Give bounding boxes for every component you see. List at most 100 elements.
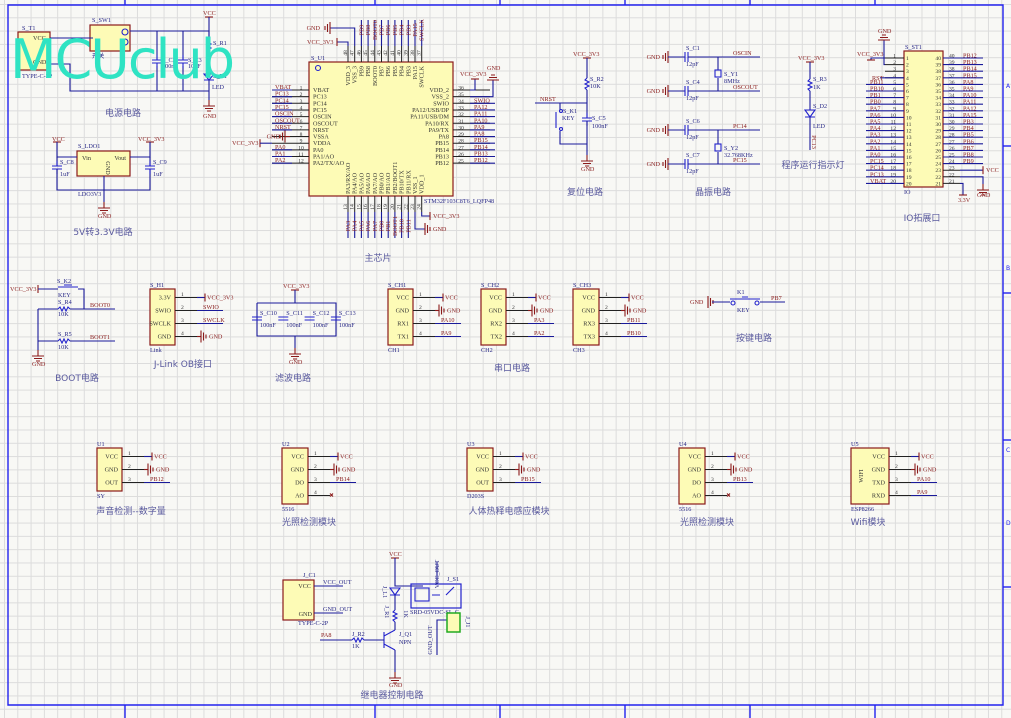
net-label: GND bbox=[307, 25, 321, 32]
section-title-filter: 滤波电路 bbox=[275, 372, 311, 384]
pin-number: 1 bbox=[895, 451, 898, 457]
pin-number: 4 bbox=[893, 73, 896, 79]
net-label: PB0 bbox=[870, 99, 881, 106]
pin-number: 1 bbox=[711, 451, 714, 457]
net-label: PA9 bbox=[963, 86, 973, 93]
pin-number: 1 bbox=[512, 292, 515, 298]
pin-name: DO bbox=[692, 480, 701, 487]
net-label: 3.3V bbox=[958, 197, 971, 204]
part-label: 5516 bbox=[679, 506, 691, 513]
switch-contact-icon bbox=[121, 28, 129, 36]
pin-number: 19 bbox=[383, 204, 389, 210]
section-title-power: 电源电路 bbox=[105, 107, 141, 119]
net-label: SWIO bbox=[203, 304, 219, 311]
ground-icon bbox=[147, 463, 154, 476]
net-label: PA11 bbox=[963, 99, 976, 106]
pin-number: 5 bbox=[300, 112, 303, 118]
net-label: GND_OUT bbox=[427, 625, 434, 654]
module-u5 bbox=[850, 447, 890, 505]
section-title-jlink: J-Link OB接口 bbox=[153, 358, 212, 370]
pin-name: DO bbox=[295, 480, 304, 487]
net-label: GND bbox=[647, 127, 661, 134]
part-label: D203S bbox=[467, 493, 485, 500]
wire bbox=[130, 142, 151, 158]
net-label: GND bbox=[342, 467, 356, 474]
section-title-sound: 声音检测--数字量 bbox=[96, 505, 166, 517]
pin-number: 48 bbox=[343, 50, 349, 56]
ref-label: S_C8 bbox=[60, 159, 74, 166]
pin-name: PA1/AO bbox=[313, 154, 335, 161]
ground-icon bbox=[914, 463, 921, 476]
capacitor-icon bbox=[330, 316, 341, 321]
ground-icon bbox=[662, 124, 669, 136]
pin-number: 17 bbox=[890, 159, 896, 165]
value-label: 1uF bbox=[153, 171, 163, 178]
part-label: 开关 bbox=[92, 52, 104, 60]
module-u3 bbox=[466, 447, 494, 492]
pin-number: 33 bbox=[458, 105, 464, 111]
pin-number: 20 bbox=[890, 179, 896, 185]
wire bbox=[78, 288, 85, 309]
pin-number: 24 bbox=[935, 162, 941, 168]
capacitor-icon bbox=[152, 55, 162, 68]
net-label: PB8 bbox=[365, 25, 372, 36]
ref-label: S_C7 bbox=[686, 152, 700, 159]
net-label: GND bbox=[977, 192, 991, 199]
value-label: NPN bbox=[399, 639, 412, 646]
net-label: PB12 bbox=[474, 157, 488, 164]
net-label: GND bbox=[98, 213, 112, 220]
net-label: VCC bbox=[631, 295, 644, 302]
relay-switch-icon bbox=[432, 586, 455, 596]
pin-name: 3.3V bbox=[159, 295, 172, 302]
capacitor-icon bbox=[178, 55, 188, 68]
pin-number: 9 bbox=[893, 106, 896, 112]
net-label: GND bbox=[633, 308, 647, 315]
ldo-regulator bbox=[76, 150, 131, 177]
pin-name: PA10/RX bbox=[425, 120, 449, 127]
net-label: PB11 bbox=[405, 219, 412, 233]
part-label: IO bbox=[904, 189, 911, 196]
net-label: GND bbox=[739, 467, 753, 474]
pin-number: 11 bbox=[891, 120, 897, 126]
pin-name: OUT bbox=[105, 480, 118, 487]
pin-number: 2 bbox=[181, 305, 184, 311]
pin-number: 24 bbox=[949, 159, 955, 165]
value-label: 12pF bbox=[686, 134, 699, 141]
net-label: PB3 bbox=[963, 119, 974, 126]
ref-label: S_C5 bbox=[592, 115, 606, 122]
pin-number: 4 bbox=[512, 331, 515, 337]
net-label: PA0 bbox=[275, 144, 285, 151]
net-label: PA6 bbox=[870, 112, 880, 119]
wire bbox=[883, 40, 885, 66]
pin-number: 3 bbox=[895, 477, 898, 483]
pin-number: 15 bbox=[890, 146, 896, 152]
ref-label: S_R1 bbox=[213, 40, 227, 47]
pin-name: RX1 bbox=[397, 321, 409, 328]
pin-number: 14 bbox=[890, 139, 896, 145]
pin-number: 29 bbox=[458, 132, 464, 138]
ref-label: S_D1 bbox=[213, 73, 227, 80]
pin-name: Vin bbox=[82, 155, 91, 162]
net-label: PA10 bbox=[441, 317, 455, 324]
ref-label: S_H1 bbox=[150, 282, 164, 289]
net-label: PA5 bbox=[358, 221, 365, 231]
pin-number: 24 bbox=[417, 204, 423, 210]
net-label: PA3 bbox=[345, 221, 352, 231]
net-label: PB4 bbox=[963, 125, 974, 132]
capacitor-icon bbox=[304, 316, 315, 321]
net-label: PB6 bbox=[963, 138, 974, 145]
value-label: 10K bbox=[590, 83, 601, 90]
capacitor-icon bbox=[252, 316, 262, 321]
net-label: PC14 bbox=[275, 97, 289, 104]
pin-number: 10 bbox=[906, 115, 912, 121]
value-label: LED bbox=[813, 123, 826, 130]
net-label: PC14 bbox=[870, 165, 884, 172]
net-label: OSCOUT bbox=[733, 84, 758, 91]
push-button-icon bbox=[58, 284, 78, 288]
pin-number: 4 bbox=[314, 490, 317, 496]
ref-label: J_J1 bbox=[464, 616, 471, 627]
net-label: PB6 bbox=[385, 25, 392, 36]
net-label: PB1 bbox=[385, 221, 392, 232]
net-label: PA4 bbox=[870, 125, 880, 132]
value-label: 100nF bbox=[592, 123, 608, 130]
